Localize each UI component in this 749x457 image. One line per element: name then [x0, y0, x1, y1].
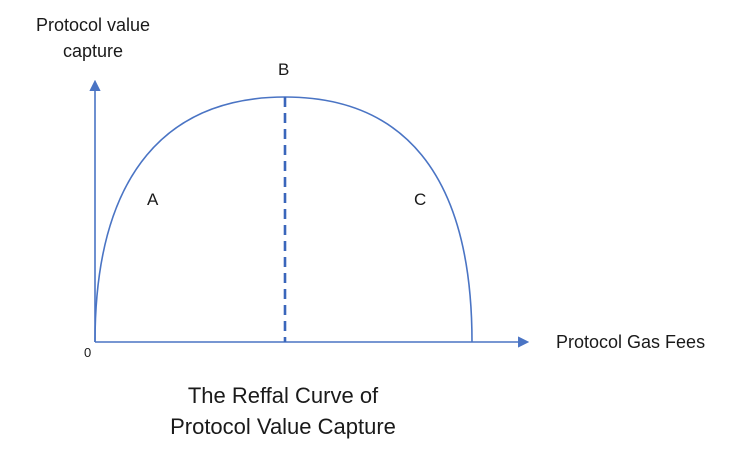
origin-label: 0: [84, 345, 92, 360]
y-axis-label-line2: capture: [62, 41, 124, 61]
caption-line1: The Reffal Curve of: [187, 383, 379, 408]
diagram-caption: The Reffal Curve of Protocol Value Captu…: [0, 380, 566, 442]
x-axis-label: Protocol Gas Fees: [556, 332, 706, 352]
y-axis-label-line1: Protocol value: [35, 15, 151, 35]
y-axis-label: Protocol value capture: [18, 12, 168, 64]
point-c-label: C: [414, 190, 427, 209]
value-capture-curve: [94, 96, 473, 343]
point-b-label: B: [278, 60, 290, 79]
caption-line2: Protocol Value Capture: [170, 414, 396, 439]
point-a-label: A: [147, 190, 159, 209]
